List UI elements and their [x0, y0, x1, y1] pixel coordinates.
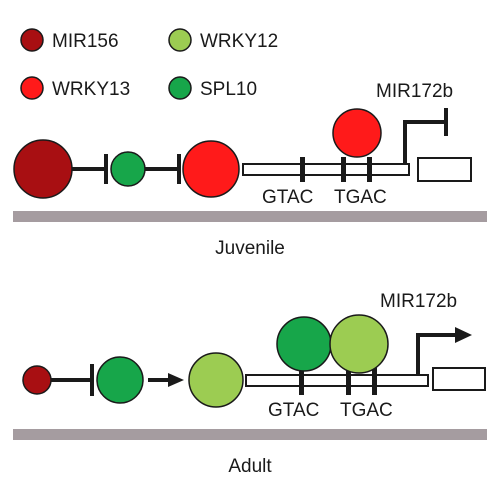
legend-spl10-label: SPL10: [200, 79, 257, 100]
adult-promoter-box: [245, 374, 429, 387]
juvenile-tss-symbol: [403, 120, 446, 164]
legend-mir156-swatch: [20, 28, 44, 52]
adult-motif-mark-3: [372, 367, 377, 395]
adult-mir156-node: [22, 365, 52, 395]
legend: MIR156 WRKY12 WRKY13 SPL10: [20, 28, 278, 100]
juvenile-motif-gtac-label: GTAC: [262, 187, 313, 208]
juvenile-ground-bar: [13, 211, 487, 222]
juvenile-promoter-box: [242, 163, 410, 176]
adult-motif-gtac-label: GTAC: [268, 400, 319, 421]
juvenile-gene-box: [417, 157, 472, 182]
adult-tss-symbol: [416, 333, 459, 375]
adult-panel: MIR172b GTAC TGAC Adult: [13, 291, 487, 477]
juvenile-panel: MIR172b GTAC TGAC Juvenile: [13, 81, 487, 259]
juvenile-stage-label: Juvenile: [215, 238, 285, 259]
adult-gene-label: MIR172b: [380, 291, 457, 312]
legend-wrky12-swatch: [168, 28, 192, 52]
legend-wrky13-swatch: [20, 76, 44, 100]
adult-tss-arrowhead: [455, 327, 472, 343]
adult-activate-arrowhead: [168, 373, 184, 387]
adult-wrky12-bound: [329, 314, 389, 374]
juvenile-spl10-node: [110, 151, 146, 187]
adult-stage-label: Adult: [228, 456, 272, 477]
adult-motif-mark-1: [299, 367, 304, 395]
juvenile-mir156-node: [13, 139, 73, 199]
adult-ground-bar: [13, 429, 487, 440]
legend-wrky13-label: WRKY13: [52, 79, 130, 100]
adult-spl10-node: [96, 356, 144, 404]
juvenile-motif-mark-1: [300, 157, 305, 182]
juvenile-motif-mark-3: [367, 157, 372, 182]
adult-spl10-bound: [276, 316, 332, 372]
adult-wrky12-node: [188, 352, 244, 408]
legend-spl10-swatch: [168, 76, 192, 100]
legend-mir156-label: MIR156: [52, 31, 119, 52]
juvenile-wrky13-node: [182, 140, 240, 198]
adult-motif-mark-2: [346, 367, 351, 395]
adult-motif-tgac-label: TGAC: [340, 400, 393, 421]
legend-wrky12-label: WRKY12: [200, 31, 278, 52]
juvenile-motif-tgac-label: TGAC: [334, 187, 387, 208]
juvenile-motif-mark-2: [341, 157, 346, 182]
juvenile-wrky13-bound: [332, 108, 382, 158]
juvenile-gene-label: MIR172b: [376, 81, 453, 102]
adult-gene-box: [432, 367, 486, 391]
